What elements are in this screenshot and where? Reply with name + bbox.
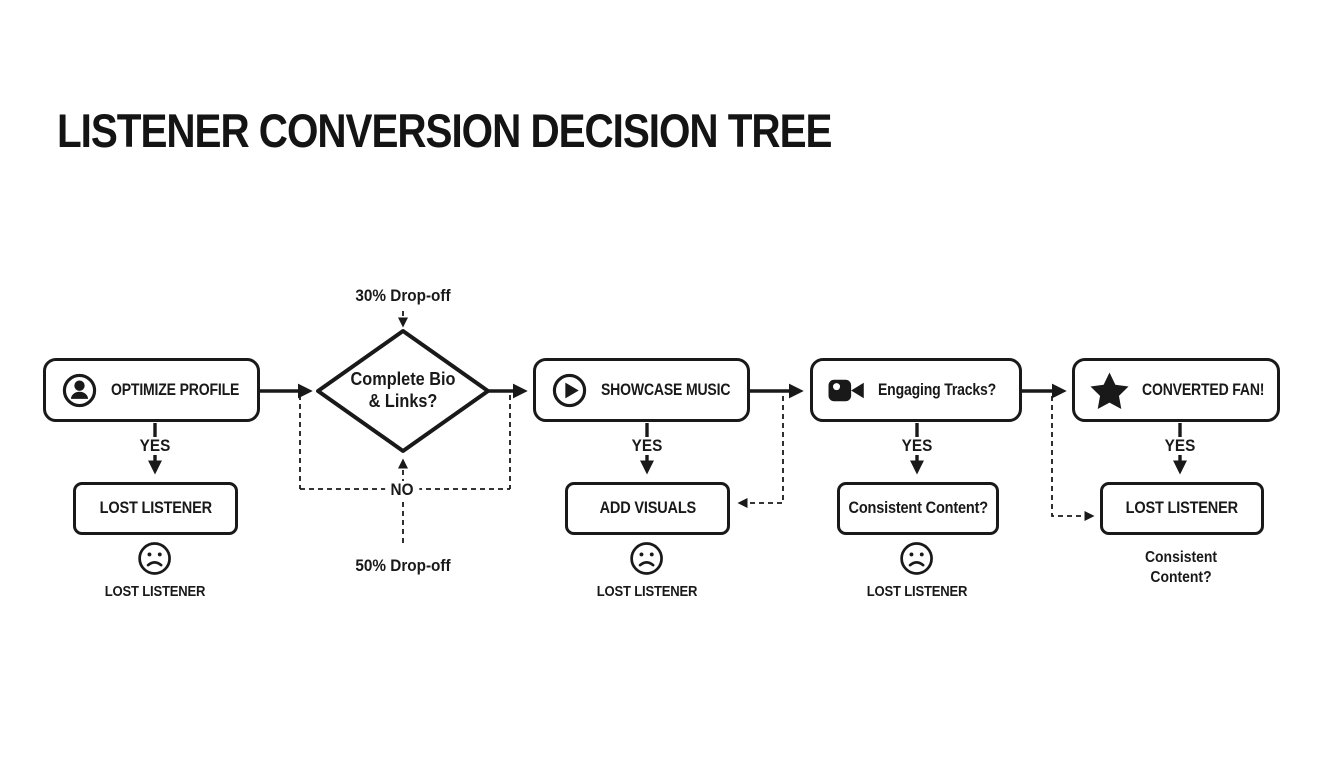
node-engaging-tracks: Engaging Tracks? <box>810 358 1022 422</box>
node-label: LOST LISTENER <box>1125 499 1239 517</box>
sad-face-icon <box>137 541 172 581</box>
node-label: LOST LISTENER <box>99 499 212 517</box>
node-consistent-content: Consistent Content? <box>837 482 999 535</box>
caption-text: LOST LISTENER <box>596 584 698 600</box>
decision-line-2: & Links? <box>368 390 438 411</box>
caption-lost-listener-2: LOST LISTENER <box>591 541 703 600</box>
node-label: Engaging Tracks? <box>878 380 997 399</box>
edge-label-yes-2: YES <box>626 437 668 455</box>
edge-label-no: NO <box>385 481 419 499</box>
edge-label-yes-4: YES <box>1159 437 1201 455</box>
edge-label-dropoff-top: 30% Drop-off <box>349 287 457 305</box>
sad-face-icon <box>899 541 934 581</box>
sad-face-icon <box>629 541 664 581</box>
caption-text: LOST LISTENER <box>866 584 968 600</box>
edge-to-lost-listener-b <box>1051 396 1095 522</box>
node-showcase-music: SHOWCASE MUSIC <box>533 358 750 422</box>
node-label: SHOWCASE MUSIC <box>601 380 731 399</box>
star-icon <box>1090 371 1129 410</box>
node-lost-listener-a: LOST LISTENER <box>73 482 238 535</box>
node-label: CONVERTED FAN! <box>1142 380 1265 399</box>
decision-diamond <box>316 329 490 453</box>
caption-lost-listener-1: LOST LISTENER <box>99 541 211 600</box>
caption-lost-listener-3: LOST LISTENER <box>861 541 973 600</box>
node-label: OPTIMIZE PROFILE <box>111 380 240 399</box>
edge-label-yes-3: YES <box>896 437 938 455</box>
caption-consistent-content: Consistent Content? <box>1145 548 1217 588</box>
caption-text: LOST LISTENER <box>104 584 206 600</box>
play-icon <box>551 372 588 409</box>
node-bio-links-decision-label: Complete Bio & Links? <box>328 368 478 412</box>
node-optimize-profile: OPTIMIZE PROFILE <box>43 358 260 422</box>
caption-line-2: Content? <box>1150 569 1212 586</box>
edge-label-dropoff-bottom: 50% Drop-off <box>349 557 457 575</box>
node-label: ADD VISUALS <box>599 499 696 517</box>
page-title: LISTENER CONVERSION DECISION TREE <box>57 104 832 157</box>
edge-to-add-visuals <box>737 396 784 509</box>
video-camera-icon <box>828 375 865 406</box>
user-profile-icon <box>61 372 98 409</box>
caption-line-1: Consistent <box>1144 549 1218 566</box>
decision-line-1: Complete Bio <box>350 368 456 389</box>
edge-label-yes-1: YES <box>134 437 176 455</box>
node-converted-fan: CONVERTED FAN! <box>1072 358 1280 422</box>
node-label: Consistent Content? <box>848 499 988 517</box>
node-add-visuals: ADD VISUALS <box>565 482 730 535</box>
node-lost-listener-b: LOST LISTENER <box>1100 482 1264 535</box>
